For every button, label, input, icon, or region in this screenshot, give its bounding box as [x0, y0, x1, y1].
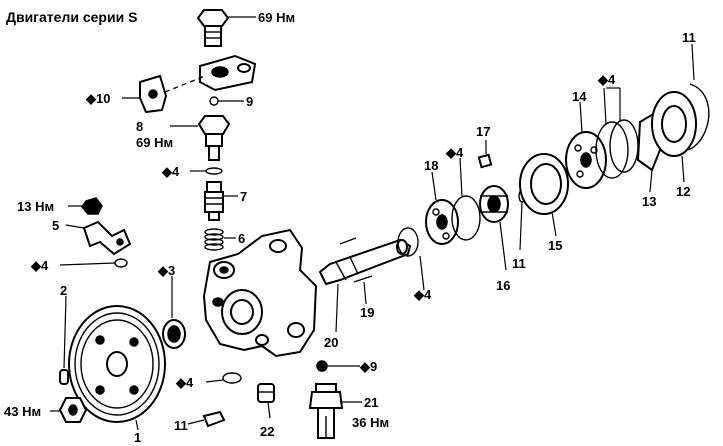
part-22-nut	[257, 383, 275, 403]
part-4-oring-b	[114, 258, 128, 268]
label-3: ◆3	[157, 263, 175, 278]
part-3-seal	[162, 319, 186, 349]
torque-label-top-bolt: 69 Нм	[258, 10, 295, 25]
part-2-key	[59, 369, 69, 385]
label-17: 17	[476, 124, 490, 139]
torque-label-8: 69 Нм	[136, 135, 173, 150]
label-4-e: ◆4	[445, 145, 464, 160]
part-9-ball	[316, 360, 328, 372]
part-8-fitting	[197, 115, 231, 161]
label-4-a: ◆4	[161, 164, 180, 179]
part-6-spring	[204, 228, 224, 251]
part-18-plate	[425, 199, 459, 245]
label-8: 8	[136, 119, 143, 134]
nut-43nm	[58, 397, 88, 423]
union-fitting	[199, 54, 257, 92]
part-14-plate	[565, 131, 607, 189]
label-9-top: 9	[246, 94, 253, 109]
pump-body	[202, 228, 318, 358]
label-4-f: ◆4	[597, 72, 616, 87]
label-6: 6	[238, 231, 245, 246]
part-19-pins	[339, 237, 373, 283]
torque-label-43: 43 Нм	[4, 404, 41, 419]
part-9-oring	[209, 96, 219, 106]
label-22: 22	[260, 424, 274, 439]
label-7: 7	[240, 189, 247, 204]
label-12: 12	[676, 184, 690, 199]
part-16-rotor	[479, 185, 509, 223]
part-12-cover	[651, 91, 697, 157]
part-11-clip-a	[202, 410, 226, 428]
torque-label-13: 13 Нм	[17, 199, 54, 214]
diagram-title: Двигатели серии S	[6, 9, 137, 25]
part-15-cam-ring	[519, 153, 569, 215]
label-19: 19	[360, 305, 374, 320]
label-11-b: 11	[512, 256, 526, 271]
part-11-snap-ring	[685, 83, 710, 151]
part-1-pulley	[68, 305, 166, 423]
part-4-oring-d	[397, 227, 419, 257]
label-21: 21	[364, 395, 378, 410]
part-4-oring-a	[205, 167, 223, 175]
part-17-vane	[477, 153, 493, 169]
label-9-bottom: ◆9	[359, 359, 377, 374]
label-14: 14	[572, 89, 587, 104]
label-2: 2	[60, 283, 67, 298]
label-1: 1	[134, 430, 141, 445]
label-4-d: ◆4	[413, 287, 432, 302]
label-18: 18	[424, 158, 438, 173]
label-20: 20	[324, 335, 338, 350]
label-4-b: ◆4	[30, 258, 49, 273]
label-16: 16	[496, 278, 510, 293]
bolt-13nm	[81, 197, 103, 215]
label-11-c: 11	[682, 30, 696, 45]
label-15: 15	[548, 238, 562, 253]
part-10-bracket	[139, 74, 168, 114]
torque-label-21: 36 Нм	[352, 415, 389, 430]
part-5-bracket	[82, 220, 132, 256]
top-union-bolt	[196, 9, 230, 47]
part-4-oring-c	[222, 372, 242, 384]
part-20-shaft	[318, 238, 412, 286]
label-10: ◆10	[85, 91, 110, 106]
label-13: 13	[642, 194, 656, 209]
part-7-valve	[204, 181, 224, 221]
label-5: 5	[52, 218, 59, 233]
label-4-c: ◆4	[175, 375, 194, 390]
label-11-a: 11	[174, 418, 188, 433]
part-21-sensor	[308, 383, 344, 439]
part-4-oring-e	[451, 195, 481, 241]
